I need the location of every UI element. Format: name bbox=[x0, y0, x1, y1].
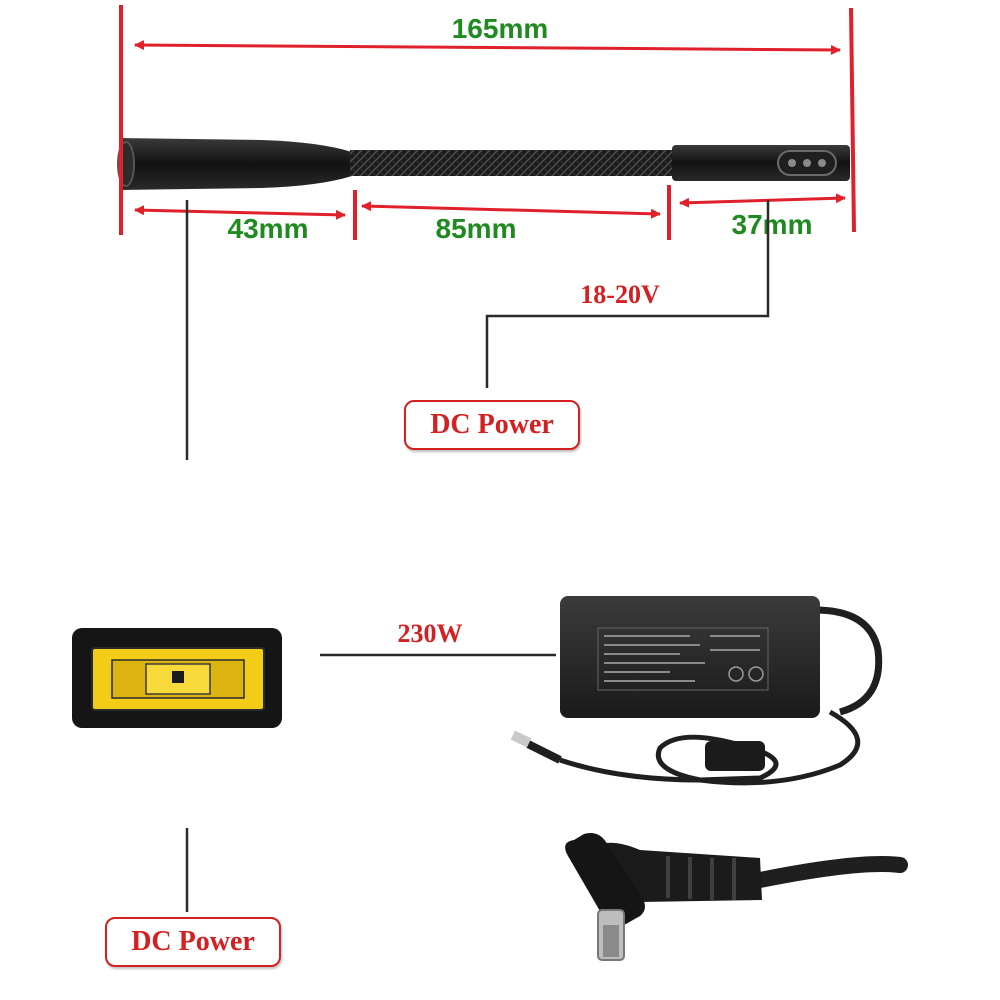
tip-pin bbox=[788, 159, 796, 167]
plug-strain-relief bbox=[596, 842, 762, 902]
plug-barrel-inner bbox=[603, 925, 619, 957]
connector-center-pin bbox=[172, 671, 184, 683]
middle-segment-label: 85mm bbox=[436, 213, 517, 244]
leader-lines bbox=[185, 200, 770, 912]
certification-mark bbox=[728, 666, 744, 682]
ferrite-core bbox=[705, 741, 765, 771]
dimension-markers: 165mm 43mm 85mm 37mm bbox=[119, 5, 856, 244]
left-segment-label: 43mm bbox=[228, 213, 309, 244]
dc-plug-tip bbox=[510, 730, 532, 748]
dc-plug-neck bbox=[526, 740, 562, 764]
tip-pin bbox=[818, 159, 826, 167]
barrel-connector-housing bbox=[122, 138, 352, 190]
left-segment-arrow bbox=[134, 205, 346, 220]
plug-angled-head bbox=[565, 833, 645, 926]
plug-grip-ridges bbox=[666, 856, 736, 900]
leader-line-voltage bbox=[485, 200, 770, 388]
dc-power-callout-top: DC Power bbox=[404, 400, 580, 450]
adapter-cable-loop bbox=[814, 606, 883, 716]
certification-mark bbox=[748, 666, 764, 682]
dc-power-callout-bottom: DC Power bbox=[105, 917, 281, 967]
angled-plug-closeup bbox=[565, 833, 908, 961]
right-segment-arrow bbox=[679, 193, 846, 208]
right-segment-label: 37mm bbox=[732, 209, 813, 240]
plug-cable bbox=[752, 856, 908, 888]
dimension-extension-line bbox=[849, 7, 856, 233]
adapter-cable bbox=[117, 138, 850, 190]
slim-tip-connector bbox=[72, 628, 282, 728]
wattage-label: 230W bbox=[398, 619, 463, 648]
adapter-spec-label bbox=[597, 627, 769, 691]
middle-segment-arrow bbox=[361, 201, 661, 219]
coiled-cable bbox=[559, 709, 861, 786]
power-adapter bbox=[510, 596, 883, 786]
adapter-brick bbox=[560, 596, 820, 718]
tip-pin bbox=[803, 159, 811, 167]
total-length-label: 165mm bbox=[452, 13, 549, 44]
braided-cable bbox=[350, 150, 676, 176]
voltage-label: 18-20V bbox=[580, 280, 660, 309]
adapter-label-text bbox=[604, 635, 760, 682]
total-length-arrow bbox=[134, 40, 841, 55]
